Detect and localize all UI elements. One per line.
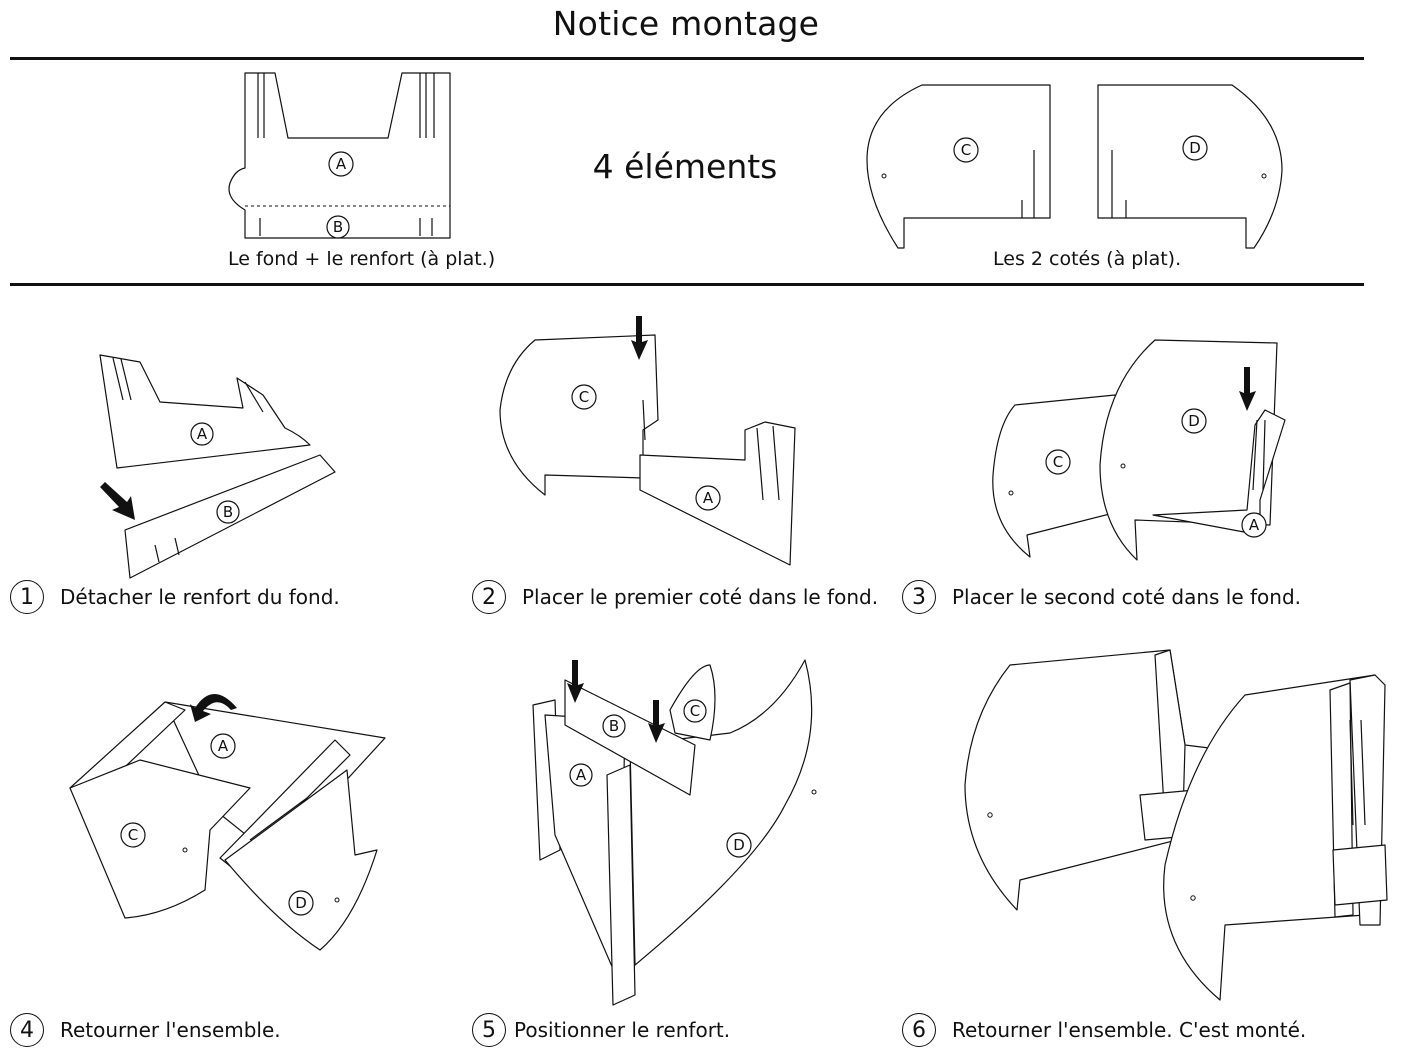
step-5-label-c: C	[683, 699, 707, 723]
step-4-label-a: A	[210, 733, 236, 759]
svg-text:A: A	[1249, 516, 1260, 534]
step-2-text: Placer le premier coté dans le fond.	[522, 585, 879, 609]
step-4-diagram: A C D	[69, 694, 386, 951]
step-3-diagram: C D A	[992, 339, 1286, 561]
step-1-label-a: A	[190, 422, 214, 446]
svg-text:B: B	[609, 717, 619, 735]
step-2: 2 Placer le premier coté dans le fond.	[472, 580, 878, 614]
step-3-arrow-icon	[1239, 367, 1256, 411]
step-3-label-d: D	[1181, 408, 1207, 434]
two-sides-diagram: C D	[866, 84, 1283, 249]
step-2-number: 2	[472, 580, 506, 614]
step-2-diagram: C A	[499, 316, 796, 566]
svg-text:C: C	[690, 702, 700, 720]
svg-text:A: A	[336, 155, 347, 173]
step-3: 3 Placer le second coté dans le fond.	[902, 580, 1301, 614]
svg-text:B: B	[333, 218, 343, 236]
svg-text:D: D	[733, 836, 745, 854]
step-5-text: Positionner le renfort.	[514, 1018, 731, 1042]
elements-count: 4 éléments	[592, 147, 778, 186]
step-5-arrow-1-icon	[567, 660, 584, 703]
label-a: A	[328, 151, 354, 177]
svg-text:A: A	[703, 489, 714, 507]
svg-text:C: C	[579, 388, 589, 406]
step-1-label-b: B	[216, 500, 240, 524]
step-4: 4 Retourner l'ensemble.	[10, 1013, 281, 1047]
svg-text:A: A	[197, 425, 208, 443]
step-1: 1 Détacher le renfort du fond.	[10, 580, 340, 614]
step-5-number: 5	[472, 1013, 506, 1047]
flat-bottom-and-reinforcement-diagram: A B	[228, 72, 451, 239]
top-divider	[10, 57, 1364, 60]
step-5: 5 Positionner le renfort.	[472, 1013, 730, 1047]
bottom-caption: Le fond + le renfort (à plat.)	[228, 248, 496, 270]
step-6-text: Retourner l'ensemble. C'est monté.	[952, 1018, 1307, 1042]
step-1-text: Détacher le renfort du fond.	[60, 585, 340, 609]
svg-text:A: A	[218, 737, 229, 755]
step-6-number: 6	[902, 1013, 936, 1047]
step-3-number: 3	[902, 580, 936, 614]
svg-text:C: C	[128, 826, 138, 844]
label-b: B	[326, 215, 350, 239]
svg-text:D: D	[1189, 139, 1201, 157]
step-6-diagram	[964, 649, 1388, 1001]
svg-text:D: D	[1188, 412, 1200, 430]
label-d: D	[1182, 135, 1208, 161]
step-2-label-c: C	[571, 384, 597, 410]
step-5-label-a: A	[569, 763, 593, 787]
step-4-label-c: C	[120, 822, 146, 848]
step-3-text: Placer le second coté dans le fond.	[952, 585, 1302, 609]
step-5-diagram: B C A D	[532, 659, 817, 1006]
svg-text:C: C	[961, 141, 971, 159]
step-1-diagram: A B	[99, 354, 336, 579]
label-c: C	[953, 137, 979, 163]
middle-divider	[10, 283, 1364, 286]
step-4-rotate-arrow-icon	[190, 694, 237, 722]
step-5-label-b: B	[602, 714, 626, 738]
step-2-label-a: A	[695, 485, 721, 511]
step-2-arrow-icon	[631, 316, 648, 360]
sides-caption: Les 2 cotés (à plat).	[993, 248, 1182, 270]
step-5-arrow-2-icon	[648, 700, 665, 743]
step-4-label-d: D	[288, 890, 314, 916]
step-5-label-d: D	[726, 832, 752, 858]
svg-text:B: B	[223, 503, 233, 521]
svg-text:A: A	[576, 766, 587, 784]
step-1-arrow-icon	[100, 482, 135, 520]
step-4-text: Retourner l'ensemble.	[60, 1018, 281, 1042]
step-3-label-c: C	[1045, 449, 1071, 475]
step-1-number: 1	[10, 580, 44, 614]
svg-text:C: C	[1053, 453, 1063, 471]
step-6: 6 Retourner l'ensemble. C'est monté.	[902, 1013, 1306, 1047]
step-4-number: 4	[10, 1013, 44, 1047]
page-title: Notice montage	[552, 4, 820, 43]
svg-text:D: D	[295, 894, 307, 912]
step-3-label-a: A	[1241, 512, 1267, 538]
